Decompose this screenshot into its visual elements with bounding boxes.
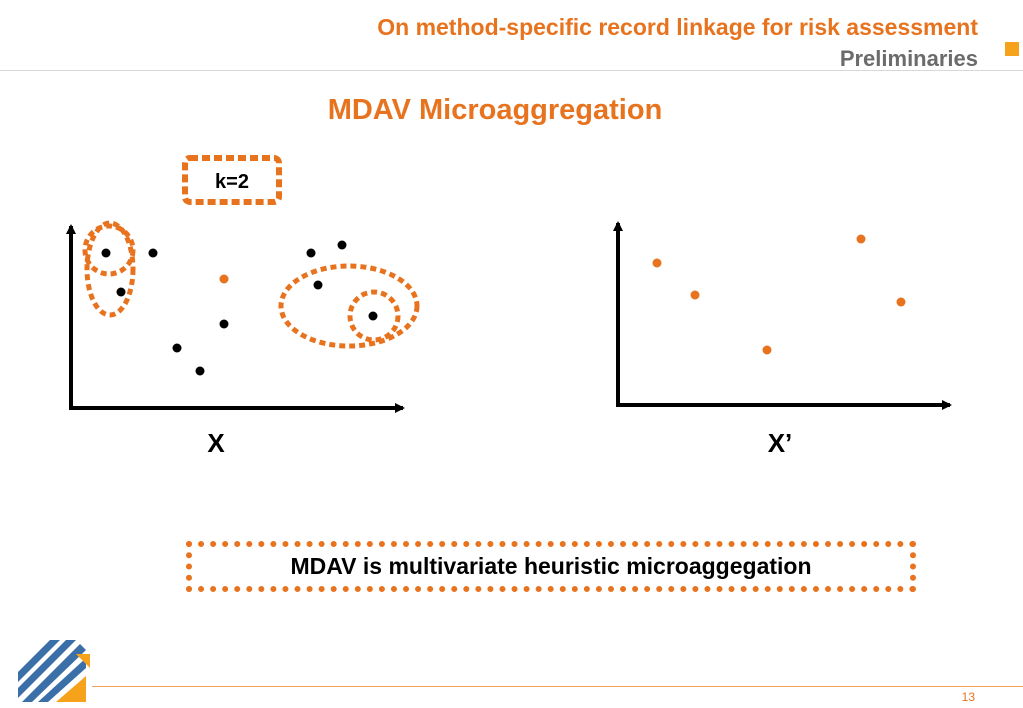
centroid-point <box>219 274 229 284</box>
aggregated-point <box>856 234 866 244</box>
cluster-outline-single <box>347 289 401 343</box>
page-number: 13 <box>961 690 975 704</box>
original-axis-label: X <box>207 428 225 458</box>
record-point <box>337 240 347 250</box>
record-point <box>313 280 323 290</box>
cluster-outline-group-2 <box>278 263 420 349</box>
record-point <box>172 343 182 353</box>
record-point <box>368 311 378 321</box>
original-data-plot: X <box>66 220 420 458</box>
aggregated-point <box>652 258 662 268</box>
summary-text: MDAV is multivariate heuristic microagge… <box>290 553 812 579</box>
header-accent-square <box>1005 42 1019 56</box>
record-point <box>148 248 158 258</box>
slide-title: MDAV Microaggregation <box>327 94 663 126</box>
cluster-outline-group-1 <box>84 220 136 318</box>
masked-data-plot: X’ <box>613 221 952 458</box>
section-title: Preliminaries <box>839 46 978 71</box>
k-parameter-box: k=2 <box>182 155 282 205</box>
record-point <box>306 248 316 258</box>
record-point <box>219 319 229 329</box>
masked-axis-label: X’ <box>768 428 793 458</box>
header-divider <box>0 70 1023 71</box>
footer-divider <box>92 686 1023 687</box>
record-point <box>101 248 111 258</box>
aggregated-point <box>896 297 906 307</box>
record-point <box>195 366 205 376</box>
record-point <box>116 287 126 297</box>
presentation-title: On method-specific record linkage for ri… <box>377 14 978 40</box>
aggregated-point <box>762 345 772 355</box>
institution-logo <box>18 640 90 702</box>
k-parameter-frame <box>182 155 282 205</box>
aggregated-point <box>690 290 700 300</box>
cluster-outline-pair <box>82 223 136 277</box>
summary-callout: MDAV is multivariate heuristic microagge… <box>186 541 916 592</box>
k-parameter-label: k=2 <box>215 171 249 193</box>
